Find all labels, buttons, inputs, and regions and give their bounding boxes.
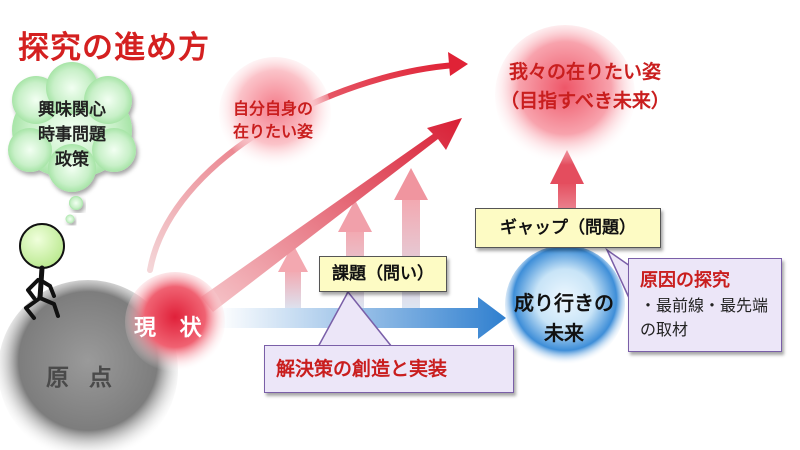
cause-callout <box>628 258 782 352</box>
cloud-line: 政策 <box>55 150 89 170</box>
kadai-box: 課題（問い） <box>319 256 447 292</box>
goal-line: （目指すべき未来） <box>500 90 670 112</box>
self-ideal-line: 自分自身の <box>232 99 313 118</box>
cloud-line: 時事問題 <box>38 125 106 145</box>
big-diagonal-arrow <box>201 118 462 312</box>
cloud-text: 興味関心 時事問題 政策 <box>20 98 124 173</box>
future-label: 成り行きの 未来 <box>502 288 626 348</box>
future-circle <box>505 245 625 365</box>
goal-line: 我々の在りたい姿 <box>508 61 661 83</box>
cloud-line: 興味関心 <box>38 100 106 120</box>
solution-callout <box>264 345 514 393</box>
person-figure <box>19 223 65 320</box>
origin-label: 原 点 <box>46 365 119 391</box>
gap-box: ギャップ（問題） <box>475 208 661 248</box>
self-ideal-line: 在りたい姿 <box>232 122 313 141</box>
page-title: 探究の進め方 <box>18 30 210 66</box>
thought-cloud <box>8 62 136 192</box>
curved-ideal-arrowhead <box>448 52 468 76</box>
thought-bubble-dot <box>65 214 75 224</box>
current-circle <box>125 272 225 372</box>
cause-title: 原因の探究 <box>640 270 730 291</box>
solution-label: 解決策の創造と実装 <box>276 358 448 380</box>
cause-body: ・最前線・最先端の取材 <box>640 296 769 339</box>
future-line: 未来 <box>544 321 584 345</box>
self-ideal-label: 自分自身の 在りたい姿 <box>218 97 328 143</box>
current-label: 現 状 <box>134 316 210 341</box>
future-line: 成り行きの <box>514 291 614 315</box>
goal-circle <box>495 25 635 165</box>
up-arrow <box>278 244 308 312</box>
self-ideal-circle <box>219 57 331 169</box>
thought-bubble-dot <box>69 196 83 210</box>
goal-label: 我々の在りたい姿 （目指すべき未来） <box>470 58 700 116</box>
